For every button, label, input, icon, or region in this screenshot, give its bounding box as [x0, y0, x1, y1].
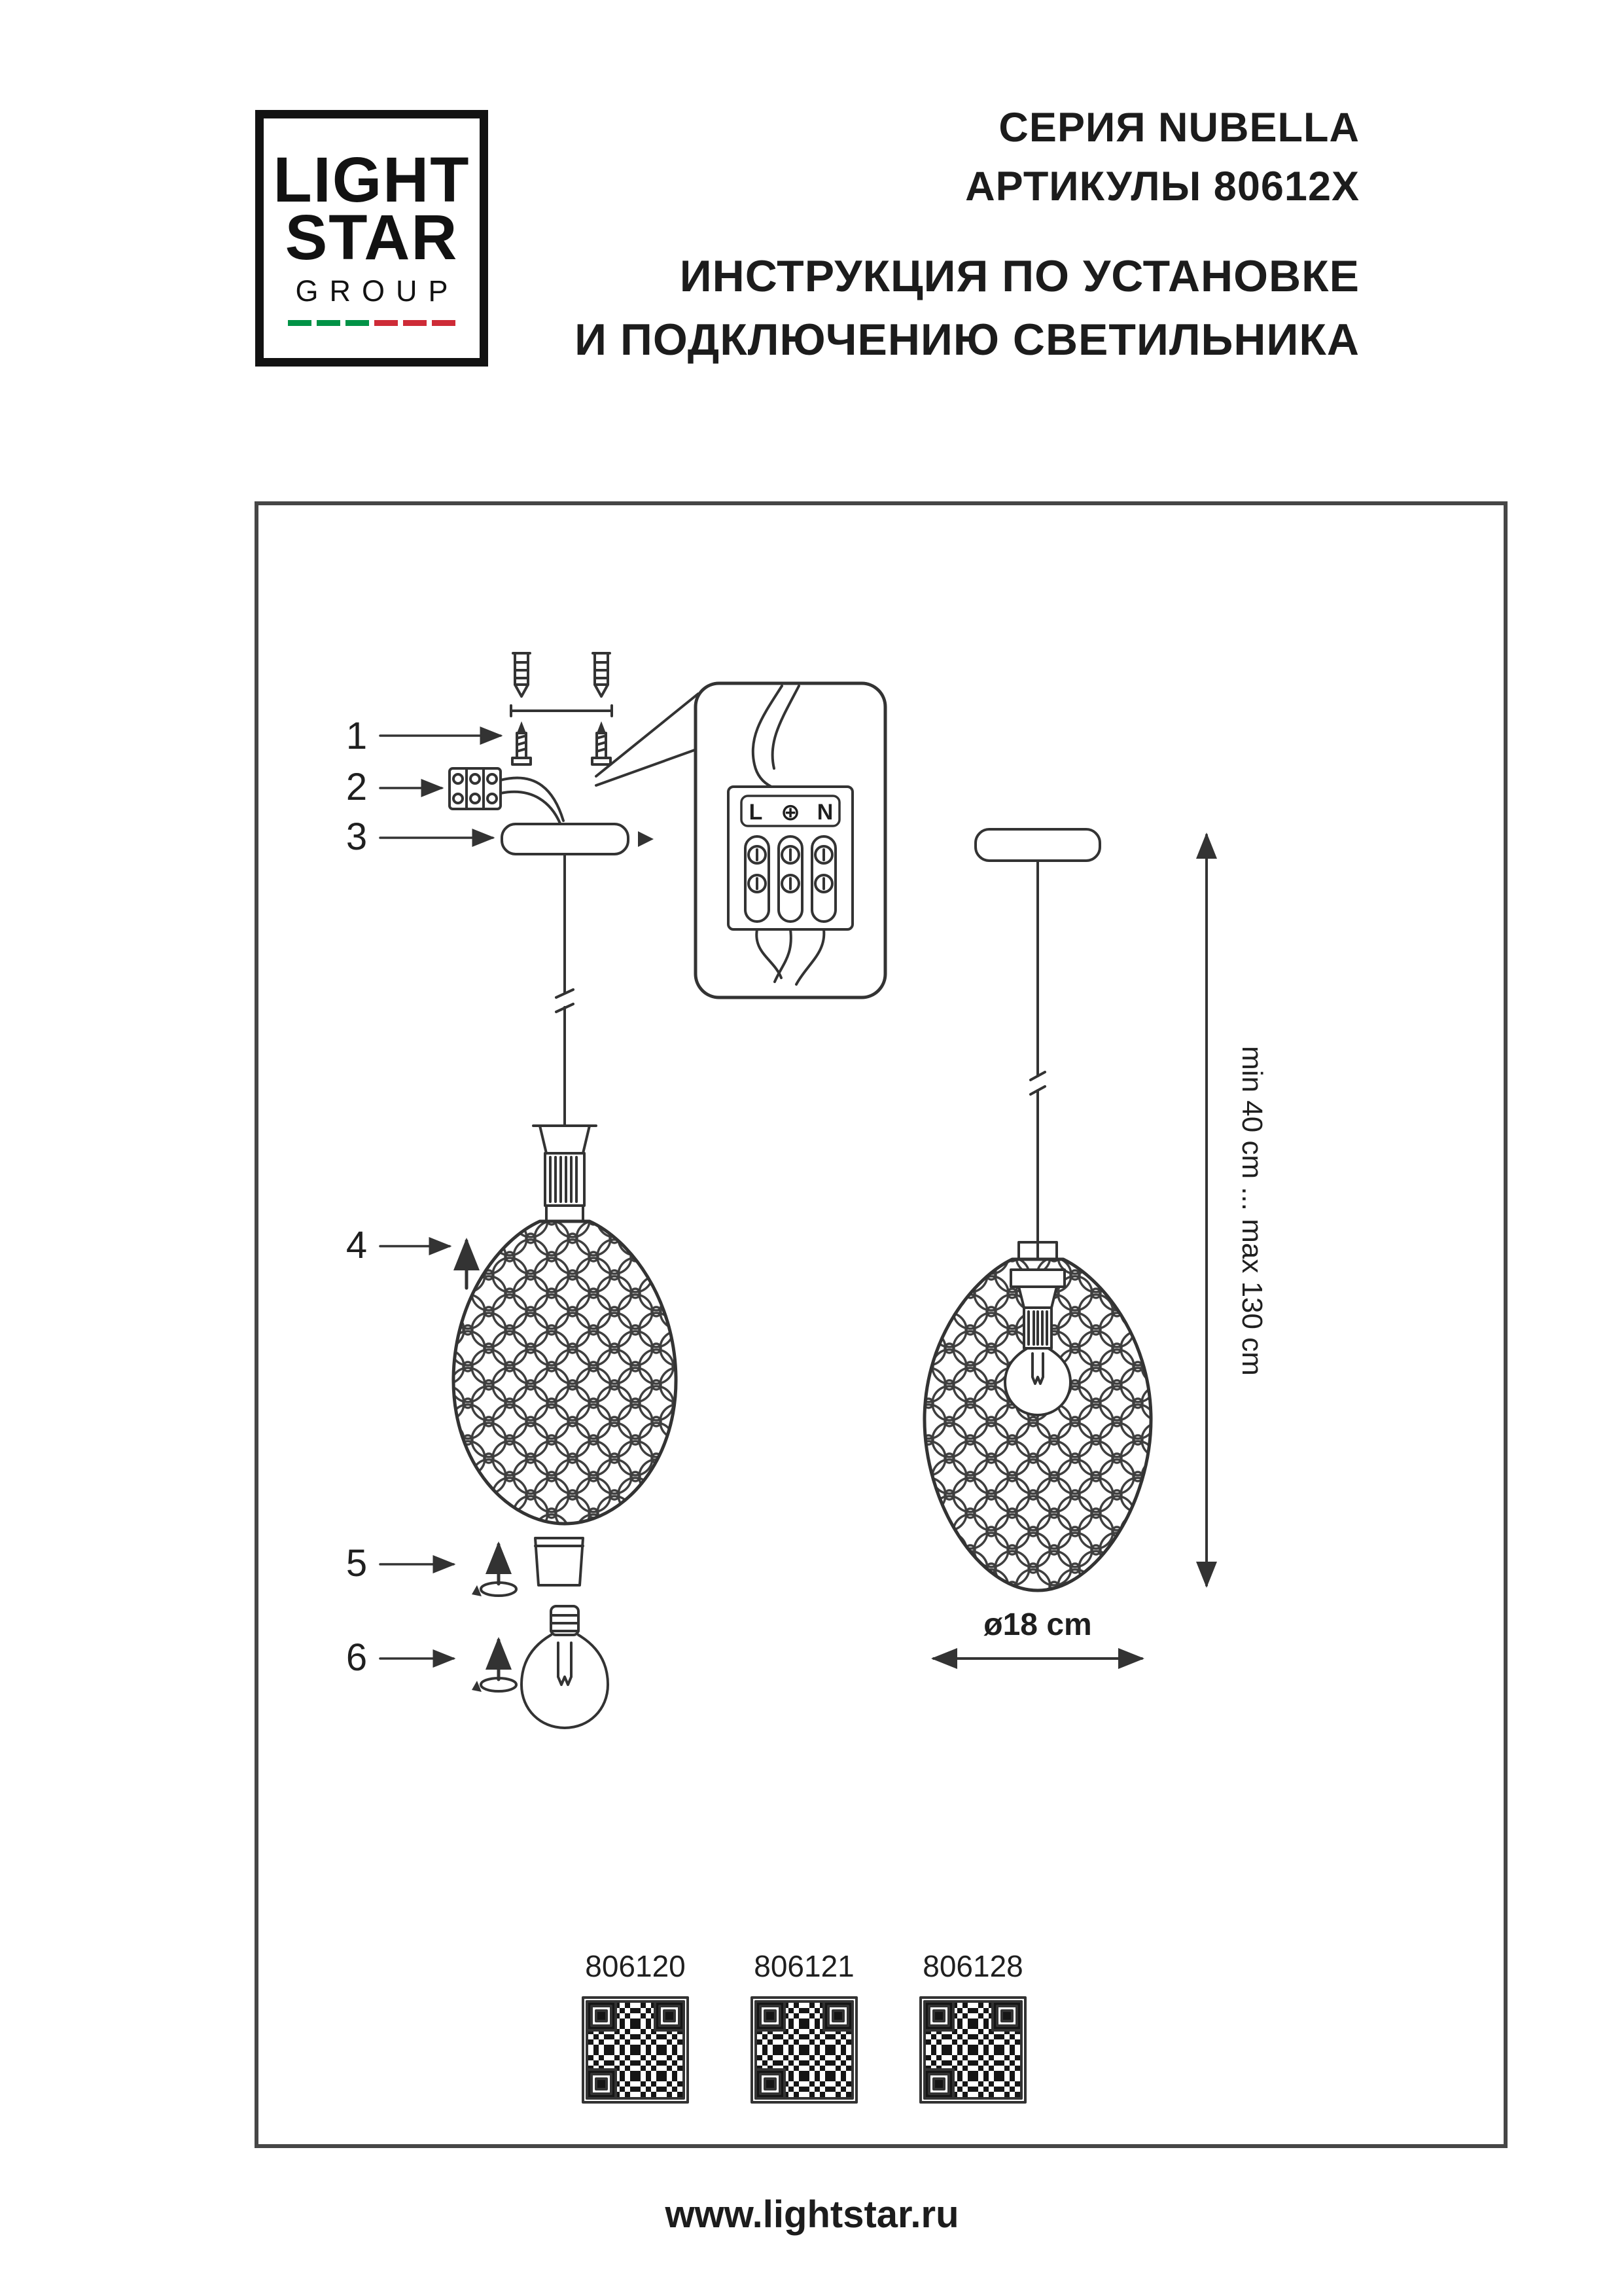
- terminal-block: [448, 767, 565, 825]
- wire: [771, 685, 800, 770]
- wire: [499, 776, 565, 822]
- rotate-arrow-icon: [480, 1581, 518, 1597]
- flag-dash-red: [432, 319, 455, 326]
- callout-line: [595, 747, 699, 787]
- series-title: СЕРИЯ NUBELLA: [998, 105, 1360, 151]
- wire: [499, 790, 561, 825]
- flag-dash-red: [403, 319, 427, 326]
- qr-label-806128: 806128: [923, 1949, 1023, 1983]
- part-label-3: 3: [346, 816, 367, 858]
- wire: [773, 928, 792, 983]
- flag-dash-green: [345, 319, 369, 326]
- flag-dash-green: [288, 319, 311, 326]
- qr-label-806120: 806120: [585, 1949, 686, 1983]
- filament: [1031, 1352, 1044, 1385]
- qr-code-806121: [750, 1996, 858, 2104]
- instruction-title-line1: ИНСТРУКЦИЯ ПО УСТАНОВКЕ: [679, 251, 1360, 301]
- suspension-cable: [555, 853, 574, 1127]
- flag-dash-red: [374, 319, 398, 326]
- part-label-5: 5: [346, 1542, 367, 1585]
- lampshade: [923, 1257, 1153, 1592]
- part-arrows: [379, 726, 503, 1668]
- filament: [557, 1641, 573, 1686]
- diagram-canvas: 1 2 3 4 5 6 L ⊕ N min 40 cm ... max 130 …: [346, 652, 1268, 2104]
- italian-flag-dashes: [288, 319, 455, 326]
- right-arrow-icon: [638, 831, 654, 847]
- wire: [751, 685, 783, 788]
- screw-icon: [591, 721, 612, 766]
- instruction-title-line2: И ПОДКЛЮЧЕНИЮ СВЕТИЛЬНИКА: [574, 315, 1360, 365]
- shade-ring: [472, 1537, 584, 1597]
- terminal-label-l: L: [749, 800, 763, 825]
- wire: [795, 928, 826, 986]
- wall-plugs-and-screws: [510, 652, 613, 766]
- callout-line: [595, 692, 699, 778]
- part-label-2: 2: [346, 766, 367, 808]
- part-label-1: 1: [346, 715, 367, 757]
- cable-break-marks: [1029, 1071, 1046, 1096]
- screw-icon: [511, 721, 532, 766]
- earth-symbol-icon: ⊕: [781, 798, 800, 825]
- assembled-lamp: [923, 828, 1153, 1592]
- wiring-inset: [694, 681, 887, 999]
- light-bulb: [472, 1605, 609, 1729]
- mounting-bracket: [510, 704, 613, 717]
- inner-socket-and-bulb: [1004, 1268, 1072, 1416]
- diameter-dimension-label: ø18 cm: [983, 1607, 1091, 1642]
- articles-title: АРТИКУЛЫ 80612X: [965, 164, 1360, 209]
- diagram-box: 1 2 3 4 5 6 L ⊕ N min 40 cm ... max 130 …: [255, 501, 1508, 2148]
- part-label-6: 6: [346, 1636, 367, 1679]
- rotate-arrow-icon: [480, 1677, 518, 1693]
- terminal-label-frame: [740, 795, 841, 827]
- diagram-text: 1 2 3 4 5 6 L ⊕ N min 40 cm ... max 130 …: [346, 715, 1268, 1983]
- diagram-linework: [379, 652, 1217, 2104]
- ceiling-canopy: [501, 823, 654, 855]
- website-url: www.lightstar.ru: [665, 2193, 959, 2236]
- cable-break-marks: [555, 988, 574, 1013]
- part-label-4: 4: [346, 1224, 367, 1266]
- logo-word-group: GROUP: [295, 274, 459, 308]
- socket-assembly: [532, 1124, 597, 1223]
- lightstar-logo: LIGHT STAR GROUP: [255, 110, 488, 367]
- lampshade: [451, 1219, 678, 1526]
- qr-code-806120: [582, 1996, 689, 2104]
- header-spacer: [574, 216, 1360, 245]
- logo-word-star: STAR: [285, 201, 459, 273]
- qr-label-806121: 806121: [754, 1949, 855, 1983]
- height-dimension-label: min 40 cm ... max 130 cm: [1236, 1046, 1268, 1376]
- ceiling-canopy: [974, 828, 1101, 862]
- header: СЕРИЯ NUBELLA АРТИКУЛЫ 80612X ИНСТРУКЦИЯ…: [574, 98, 1360, 372]
- qr-code-806128: [919, 1996, 1027, 2104]
- flag-dash-green: [317, 319, 340, 326]
- logo-word-light: LIGHT: [273, 143, 470, 215]
- terminal-label-n: N: [817, 800, 834, 825]
